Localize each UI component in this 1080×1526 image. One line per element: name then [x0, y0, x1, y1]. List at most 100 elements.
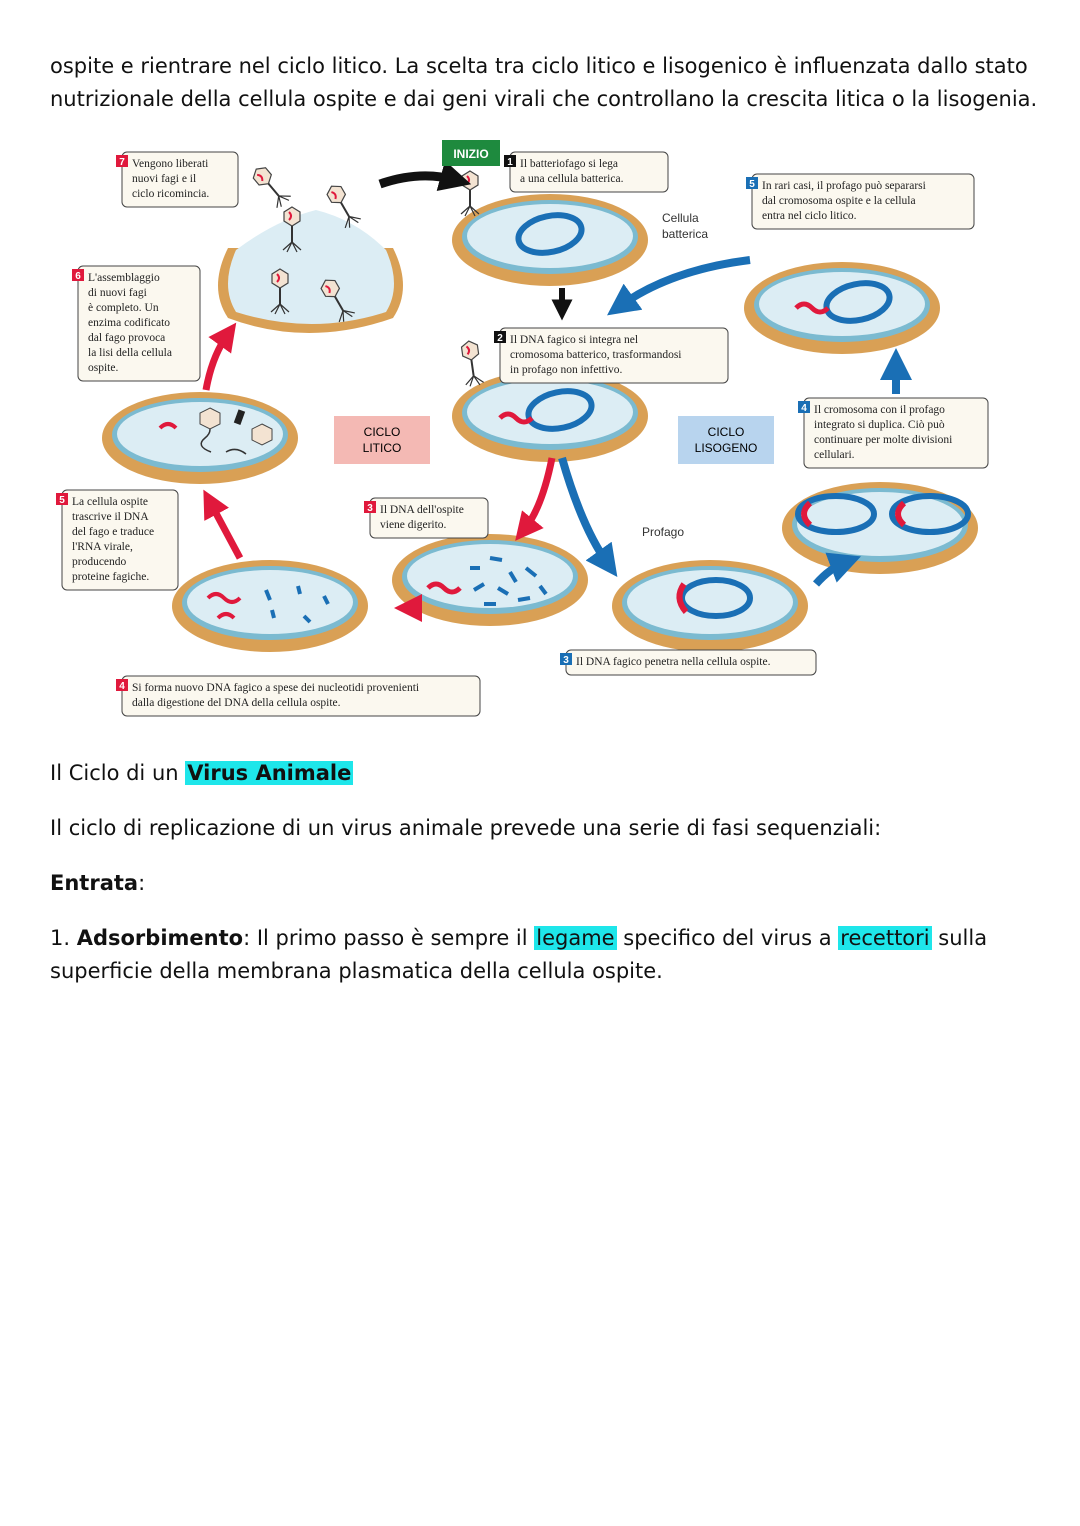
arrow-to-division: [812, 552, 861, 587]
step-number: 1.: [50, 926, 77, 950]
callout-line: Il DNA fagico penetra nella cellula ospi…: [576, 656, 771, 668]
step-number: 6: [75, 271, 81, 282]
step-badge: [116, 155, 128, 167]
start-label: INIZIO: [453, 147, 488, 161]
step-number: 4: [119, 681, 125, 692]
callout-line: entra nel ciclo litico.: [762, 210, 857, 222]
arrow-back-to-lytic: [607, 256, 751, 316]
arrow-to-digest: [515, 457, 556, 541]
step-number: 3: [563, 655, 569, 666]
highlight-legame: legame: [534, 926, 617, 950]
step-line-1: 1. Adsorbimento: Il primo passo è sempre…: [50, 922, 987, 955]
callout-s3-lyso: 3 Il DNA fagico penetra nella cellula osp…: [560, 649, 817, 676]
highlight-recettori: recettori: [838, 926, 932, 950]
cell-digested: [392, 534, 588, 626]
prophage-label: Profago: [642, 525, 684, 539]
callout-line: in profago non infettivo.: [510, 364, 623, 376]
arrow-to-lysis: [202, 322, 237, 391]
heading-highlight: Virus Animale: [185, 761, 354, 785]
callout-line: viene digerito.: [380, 519, 447, 531]
callout-line: la lisi della cellula: [88, 347, 172, 359]
callout-line: Il cromosoma con il profago: [814, 404, 945, 416]
section-heading: Il Ciclo di un Virus Animale: [50, 757, 354, 790]
lytic-tag: [334, 416, 430, 464]
step-number: 1: [507, 157, 513, 168]
step-badge: [116, 679, 128, 691]
step-line-2: superficie della membrana plasmatica del…: [50, 959, 663, 983]
step-badge: [364, 501, 376, 513]
lysogenic-label-1: CICLO: [708, 425, 745, 439]
step-badge: [72, 269, 84, 281]
intro-line-1: ospite e rientrare nel ciclo litico. La …: [50, 54, 1028, 78]
callout-line: del fago e traduce: [72, 526, 154, 538]
callout-line: ospite.: [88, 362, 118, 374]
lytic-label-1: CICLO: [364, 425, 401, 439]
step-badge: [494, 331, 506, 343]
callout-line: trascrive il DNA: [72, 511, 149, 523]
step-number: 5: [59, 495, 65, 506]
step-badge: [746, 177, 758, 189]
step-badge: [798, 401, 810, 413]
callout-line: cromosoma batterico, trasformandosi: [510, 349, 682, 361]
phage-cycle-diagram: INIZIO CICLO LITICO CICLO LISOGENO Cellu…: [56, 140, 989, 717]
arrow-start: [378, 160, 472, 191]
step-badge: [56, 493, 68, 505]
step-text-c: sulla: [931, 926, 988, 950]
cell-lysogenic-top: [744, 262, 940, 354]
callout-s5-lyso: 5 In rari casi, il profago può separarsi d…: [746, 173, 975, 230]
arrow-to-assembly: [203, 489, 244, 560]
callout-line: La cellula ospite: [72, 496, 148, 508]
callout-line: Il DNA fagico si integra nel: [510, 334, 638, 346]
step-text-b: specifico del virus a: [616, 926, 839, 950]
section-paragraph: Il ciclo di replicazione di un virus ani…: [50, 816, 882, 840]
cell-lysed: [218, 162, 403, 333]
step-badge: [560, 653, 572, 665]
callout-line: dalla digestione del DNA della cellula o…: [132, 697, 341, 709]
intro-line-2: nutrizionale della cellula ospite e dai …: [50, 87, 1038, 111]
step-number: 3: [367, 503, 373, 514]
callout-line: ciclo ricomincia.: [132, 188, 209, 200]
callout-line: In rari casi, il profago può separarsi: [762, 180, 926, 192]
callout-line: dal cromosoma ospite e la cellula: [762, 195, 916, 207]
callout-line: cellulari.: [814, 449, 855, 461]
step-badge: [504, 155, 516, 167]
entry-heading: Entrata:: [50, 867, 145, 900]
callout-s3-lytic: 3 Il DNA dell'ospite viene digerito.: [364, 497, 489, 539]
lysogenic-tag: [678, 416, 774, 464]
callout-line: enzima codificato: [88, 317, 170, 329]
callout-s5-lytic: 5 La cellula ospite trascrive il DNA del fa…: [56, 489, 179, 591]
phage-injecting: [458, 338, 485, 388]
phage-start: [460, 170, 480, 217]
step-number: 7: [119, 157, 125, 168]
cell-new-dna: [172, 560, 368, 652]
arrow-to-prophage: [558, 456, 618, 577]
start-tag: [442, 140, 500, 166]
cell-label-1: Cellula: [662, 211, 699, 225]
callout-line: a una cellula batterica.: [520, 173, 624, 185]
callout-s4-lytic: 4 Si forma nuovo DNA fagico a spese dei n…: [116, 675, 481, 717]
step-text-a: : Il primo passo è sempre il: [243, 926, 535, 950]
callout-line: integrato si duplica. Ciò può: [814, 419, 945, 431]
entry-label: Entrata: [50, 871, 139, 895]
lytic-label-2: LITICO: [363, 441, 402, 455]
cell-dividing: [782, 482, 978, 574]
step-number: 4: [801, 403, 807, 414]
step-number: 5: [749, 179, 755, 190]
callout-line: Si forma nuovo DNA fagico a spese dei nu…: [132, 682, 419, 694]
cell-start: [452, 194, 648, 286]
callout-line: proteine fagiche.: [72, 571, 149, 583]
callout-line: dal fago provoca: [88, 332, 165, 344]
callout-line: continuare per molte divisioni: [814, 434, 952, 446]
step-term: Adsorbimento: [76, 926, 244, 950]
callout-line: l'RNA virale,: [72, 541, 133, 553]
callout-s1: 1 Il batteriofago si lega a una cellula ba…: [504, 151, 669, 193]
heading-prefix: Il Ciclo di un: [50, 761, 186, 785]
callout-line: è completo. Un: [88, 302, 159, 314]
cell-integrated: [452, 370, 648, 462]
callout-line: Il batteriofago si lega: [520, 158, 618, 170]
callout-line: producendo: [72, 556, 127, 568]
callout-line: Il DNA dell'ospite: [380, 504, 464, 516]
